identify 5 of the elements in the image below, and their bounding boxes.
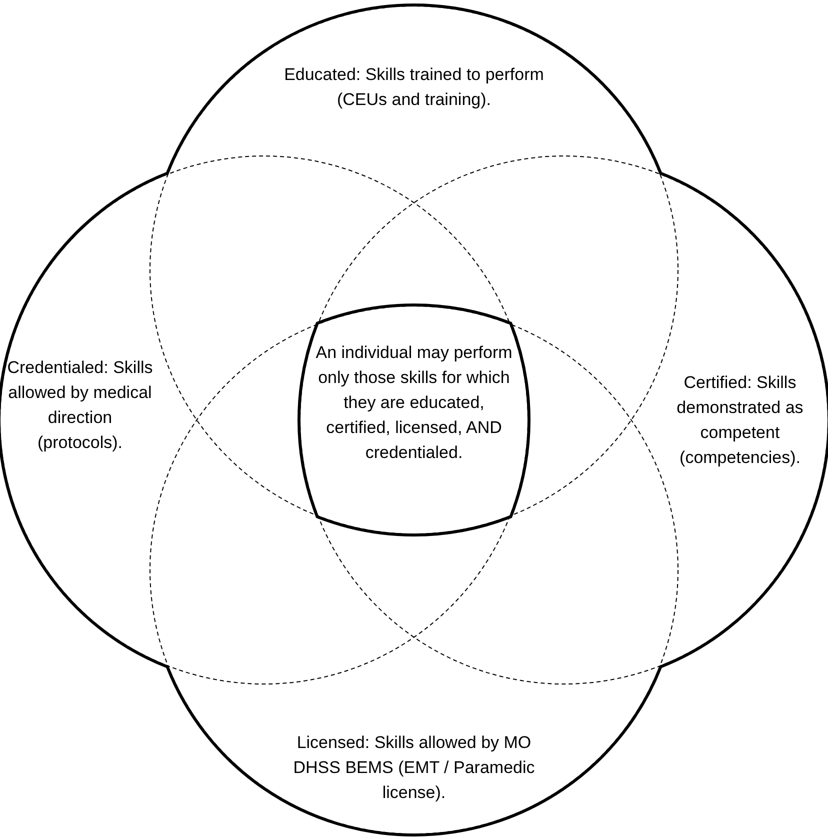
region-text: Licensed: Skills allowed by MO DHSS BEMS (EMT / Paramedic license). [292, 732, 536, 804]
region-text: Credentialed: Skills allowed by medical direction (protocols). [6, 357, 154, 454]
region-text: An individual may perform only those skills for which they are educated, certified, licensed, AND credentialed. [314, 342, 514, 464]
region-text: Certified: Skills demonstrated as competent (competencies). [676, 372, 804, 469]
region-text: Educated: Skills trained to perform (CEUs and training). [283, 64, 545, 111]
